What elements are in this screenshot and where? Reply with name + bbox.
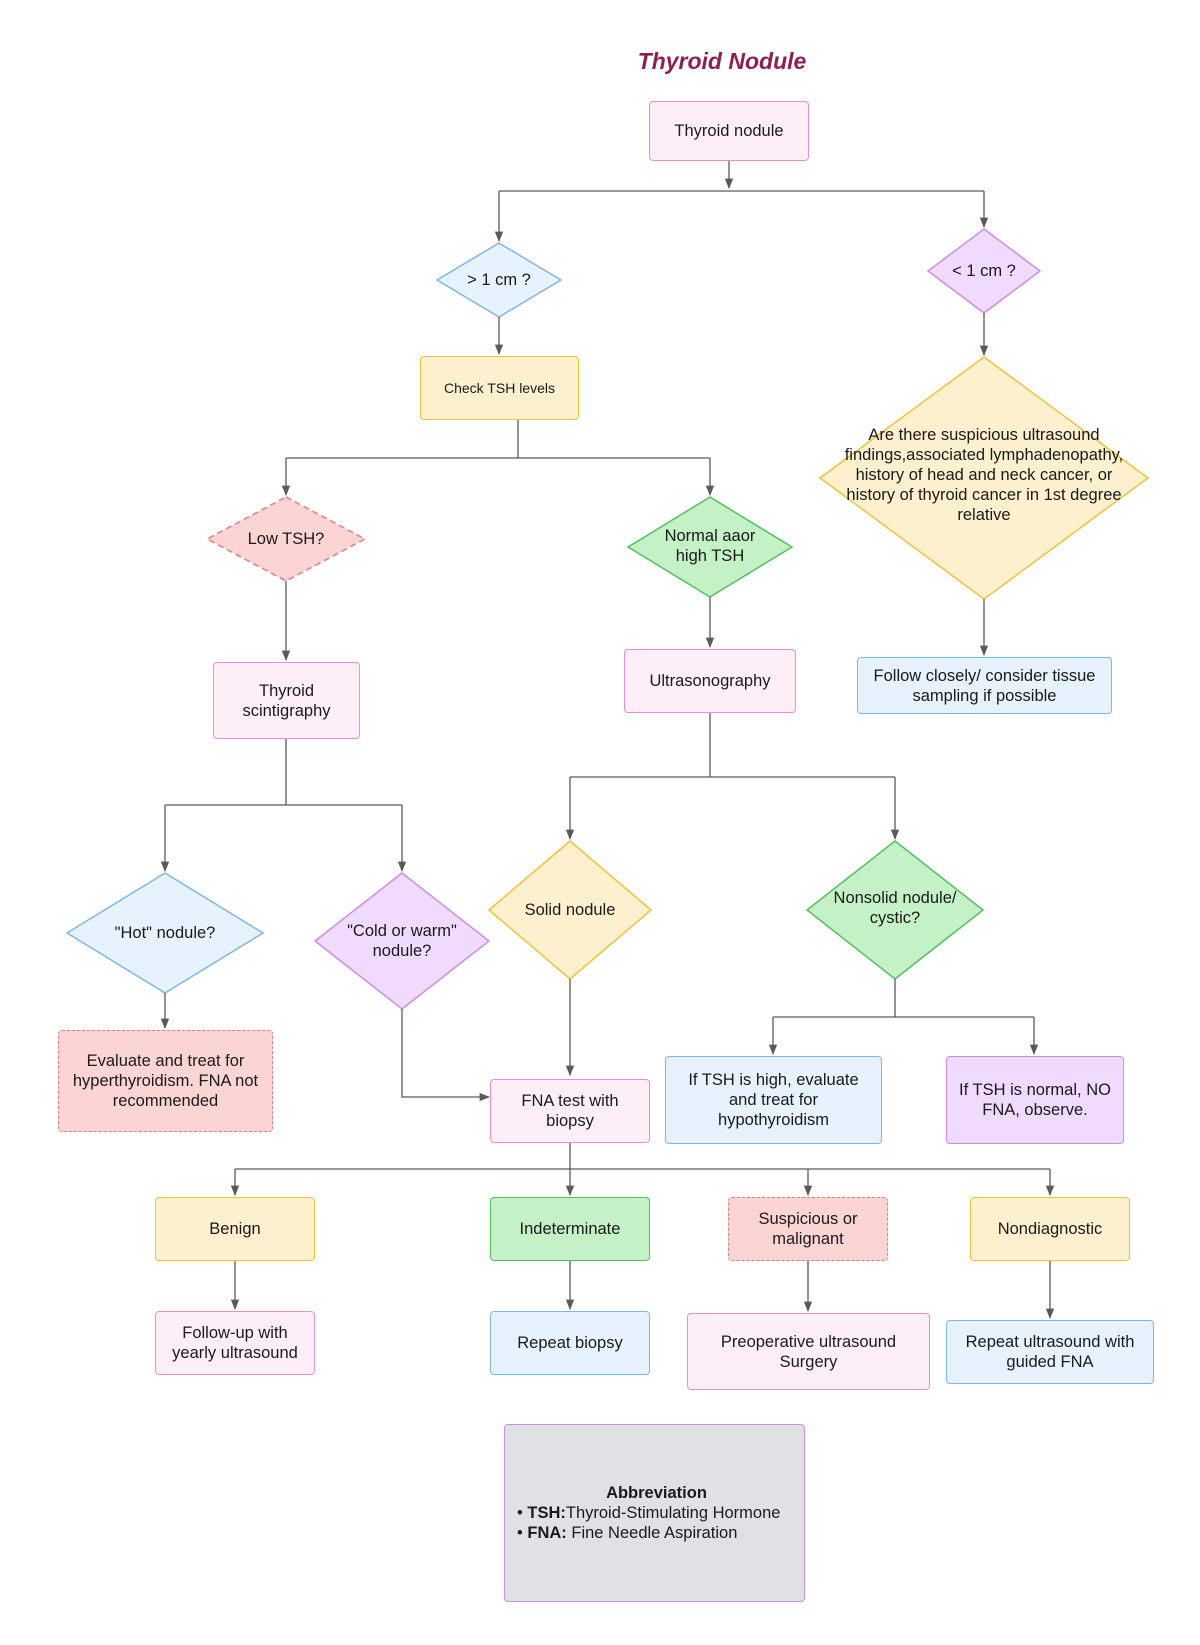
connector-cold-fna <box>401 1009 491 1102</box>
decision-nonsolid-label: Nonsolid nodule/ cystic? <box>833 889 957 927</box>
node-hypothyroidism: If TSH is high, evaluate and treat for h… <box>665 1056 882 1144</box>
node-nondiagnostic: Nondiagnostic <box>970 1197 1130 1261</box>
node-tsh-normal: If TSH is normal, NO FNA, observe. <box>946 1056 1124 1144</box>
abbreviation-item-fna: • FNA: Fine Needle Aspiration <box>517 1523 737 1543</box>
node-benign: Benign <box>155 1197 315 1261</box>
node-followup-yearly: Follow-up with yearly ultrasound <box>155 1311 315 1375</box>
decision-hot-label: "Hot" nodule? <box>114 924 216 942</box>
decision-cold-label: "Cold or warm" nodule? <box>347 922 457 960</box>
abbreviation-heading: Abbreviation <box>606 1484 707 1502</box>
node-check-tsh: Check TSH levels <box>420 356 579 420</box>
abbreviation-item-tsh: • TSH:Thyroid-Stimulating Hormone <box>517 1503 780 1523</box>
connector-check-split <box>286 420 710 459</box>
node-preoperative: Preoperative ultrasound Surgery <box>687 1313 930 1390</box>
bullet: • <box>517 1524 523 1542</box>
decision-suspicious-label: Are there suspicious ultrasound findings… <box>844 426 1124 524</box>
connector-fna-split <box>235 1140 1050 1170</box>
decision-normal-tsh-label: Normal aaor high TSH <box>664 527 756 565</box>
abbreviation-definition-fna: Fine Needle Aspiration <box>566 1524 738 1542</box>
node-follow-closely: Follow closely/ consider tissue sampling… <box>857 657 1112 714</box>
node-thyroid-nodule: Thyroid nodule <box>649 101 809 161</box>
node-repeat-ultrasound: Repeat ultrasound with guided FNA <box>946 1320 1154 1384</box>
decision-low-tsh-label: Low TSH? <box>247 530 325 548</box>
abbreviation-term-fna: FNA: <box>527 1524 567 1542</box>
connector-nonsolid-split <box>773 979 1034 1018</box>
node-indeterminate: Indeterminate <box>490 1197 650 1261</box>
connector-scint-split <box>165 739 402 806</box>
diagram-title: Thyroid Nodule <box>637 48 807 74</box>
diamond-low-tsh-shape <box>205 496 367 582</box>
decision-lt1-label: < 1 cm ? <box>952 262 1016 280</box>
node-suspicious-malignant: Suspicious or malignant <box>728 1197 888 1261</box>
decision-solid-label: Solid nodule <box>524 901 616 919</box>
node-repeat-biopsy: Repeat biopsy <box>490 1311 650 1375</box>
decision-gt1-label: > 1 cm ? <box>467 271 531 289</box>
connector-us-split <box>570 713 895 778</box>
node-ultrasonography: Ultrasonography <box>624 649 796 713</box>
node-hyperthyroidism: Evaluate and treat for hyperthyroidism. … <box>58 1030 273 1132</box>
node-scintigraphy: Thyroid scintigraphy <box>213 662 360 739</box>
abbreviation-definition-tsh: Thyroid-Stimulating Hormone <box>565 1504 781 1522</box>
abbreviation-box: Abbreviation • TSH:Thyroid-Stimulating H… <box>504 1424 805 1602</box>
node-fna-test: FNA test with biopsy <box>490 1079 650 1143</box>
bullet: • <box>517 1504 523 1522</box>
abbreviation-term-tsh: TSH: <box>527 1504 566 1522</box>
